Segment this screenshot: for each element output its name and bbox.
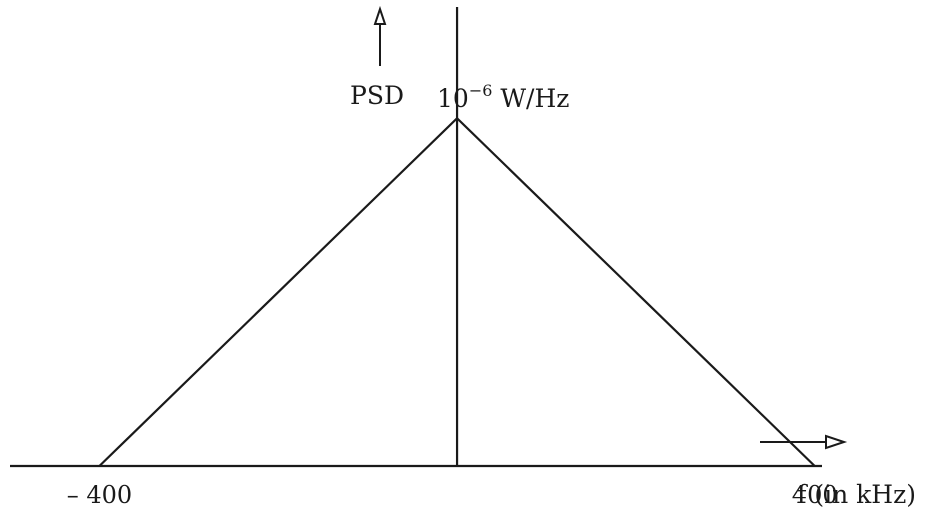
x-axis-label: f (in kHz) [797,480,916,509]
x-tick-labels: – 400 400 [67,481,838,509]
peak-value-label: 10−6 W/Hz [437,81,569,113]
y-axis-arrowhead-icon [373,5,387,25]
x-tick-label: 400 [792,481,838,509]
peak-label-exponent: −6 [469,81,493,100]
psd-line-segment [98,117,458,467]
psd-series [98,117,816,467]
x-axis-arrowhead-icon [825,434,848,450]
peak-label-base: 10 [437,84,469,113]
y-axis-label: PSD [350,81,404,110]
peak-label-unit: W/Hz [492,84,569,113]
psd-line-segment [456,117,816,467]
x-tick-label: – 400 [67,481,132,509]
